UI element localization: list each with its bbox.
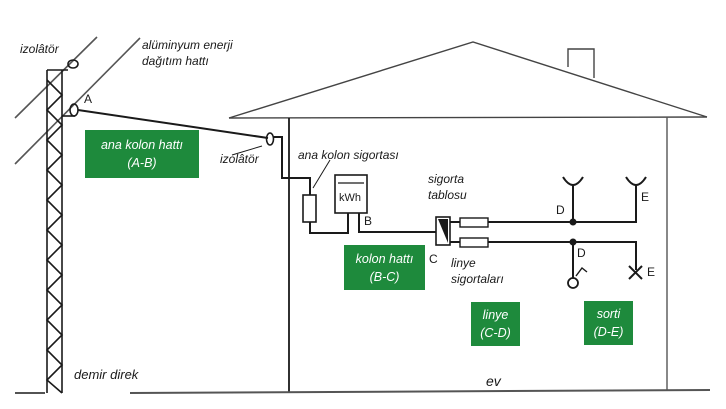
insulator-top-label: izolâtör	[20, 42, 59, 56]
lamp-socket-e-icon	[625, 176, 647, 186]
point-a-label: A	[84, 92, 93, 106]
point-e-lower-label: E	[647, 265, 656, 279]
insulator-a-icon	[69, 103, 79, 117]
fuse-panel-icon	[435, 216, 451, 246]
distribution-wire-upper	[14, 36, 98, 119]
column-line-title: kolon hattı	[355, 251, 414, 266]
fuse-panel-label-2: tablosu	[428, 188, 467, 202]
house-label: ev	[486, 373, 501, 389]
aluminium-line-label-1: alüminyum enerji	[142, 38, 233, 52]
line-fuse-upper-icon	[459, 217, 489, 228]
line-title: linye	[482, 308, 509, 322]
distribution-wire-lower	[14, 37, 141, 165]
column-line-range: (B-C)	[369, 269, 400, 284]
column-line-box: kolon hattı (B-C)	[344, 245, 425, 290]
lamp-socket-d-icon	[562, 176, 584, 186]
point-c-label: C	[429, 252, 438, 266]
main-column-fuse-label: ana kolon sigortası	[298, 148, 399, 162]
outlet-title: sorti	[596, 307, 621, 321]
outlet-e-icon	[628, 265, 643, 280]
outlet-range: (D-E)	[593, 325, 624, 339]
ground-line	[129, 389, 711, 394]
outlet-box: sorti (D-E)	[584, 301, 633, 345]
point-d-upper-label: D	[556, 203, 565, 217]
fuse-panel-label-1: sigorta	[428, 172, 465, 186]
line-fuses-label-1: linye	[451, 256, 476, 270]
house-roof	[228, 41, 708, 119]
main-column-fuse-icon	[302, 194, 317, 223]
point-d-lower-label: D	[577, 246, 586, 260]
point-b-label: B	[364, 214, 373, 228]
kwh-meter-label: kWh	[339, 192, 361, 204]
insulator-house-icon	[265, 132, 275, 146]
aluminium-line-label-2: dağıtım hattı	[142, 54, 209, 68]
line-fuse-lower-icon	[459, 237, 489, 248]
main-column-line-title: ana kolon hattı	[100, 138, 183, 152]
insulator-house-label: izolâtör	[220, 152, 259, 166]
main-column-line-box: ana kolon hattı (A-B)	[85, 130, 199, 178]
main-column-wire	[77, 109, 269, 139]
iron-pole	[15, 69, 75, 394]
insulator-top-icon	[67, 59, 79, 69]
kwh-meter-icon	[334, 174, 368, 214]
line-box: linye (C-D)	[471, 302, 520, 346]
line-fuses-label-2: sigortaları	[451, 272, 504, 286]
point-e-upper-label: E	[641, 190, 650, 204]
switch-icon	[567, 277, 579, 289]
iron-pole-label: demir direk	[74, 367, 139, 382]
line-range: (C-D)	[480, 326, 511, 340]
main-column-line-range: (A-B)	[127, 156, 157, 170]
